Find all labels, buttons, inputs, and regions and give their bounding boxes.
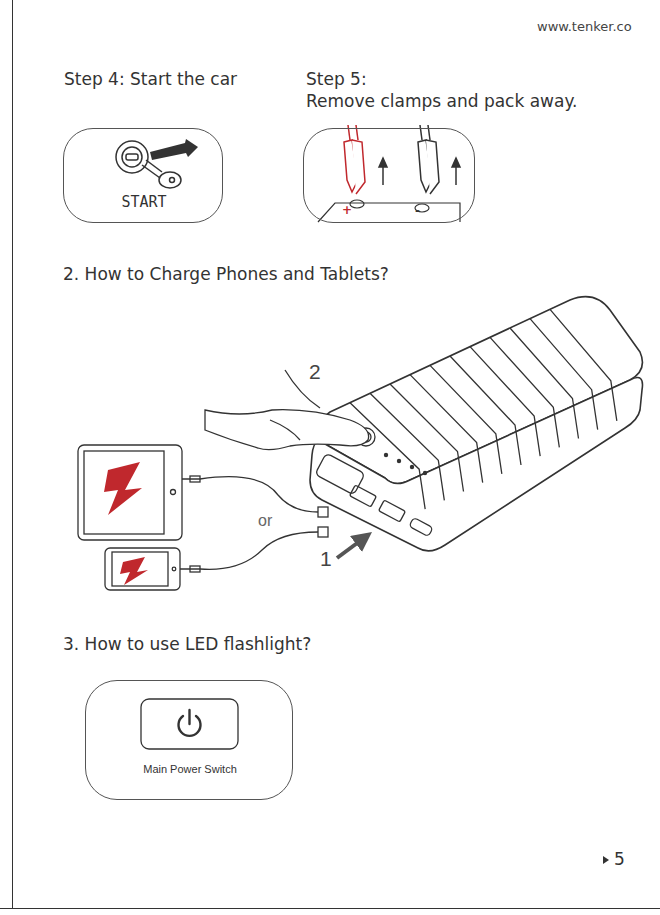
page-number: 5 (614, 849, 625, 869)
rib-line (390, 384, 464, 492)
rib-line (350, 403, 425, 510)
step-heading: Remove clamps and pack away. (306, 91, 577, 111)
rib-line (370, 393, 444, 500)
step-heading: Step 5: (306, 69, 367, 89)
rib-line (410, 375, 483, 483)
switch-panel: Main Power Switch (85, 680, 293, 800)
step-heading: Step 4: Start the car (64, 69, 237, 89)
polarity-sign: + (342, 203, 352, 217)
callout-number: 1 (320, 547, 332, 571)
section-heading: 3. How to use LED flashlight? (63, 634, 311, 654)
callout-number: 2 (309, 360, 321, 384)
rib-line (530, 319, 598, 430)
step-panel: Step 5:Remove clamps and pack away.+- (303, 128, 475, 223)
rib-line (430, 365, 502, 474)
rib-line (550, 309, 617, 421)
step-panel: Step 4: Start the carSTART (63, 128, 223, 223)
or-text: or (258, 512, 272, 530)
rib-line (470, 347, 540, 457)
power-button-icon (140, 698, 240, 752)
section-heading: 2. How to Charge Phones and Tablets? (63, 264, 389, 284)
key-label: START (121, 193, 166, 211)
rib-line (510, 328, 579, 439)
switch-label: Main Power Switch (143, 763, 237, 775)
rib-line (490, 337, 559, 447)
rib-line (450, 356, 521, 465)
polarity-sign: - (415, 204, 420, 218)
website: www.tenker.co (537, 19, 632, 34)
